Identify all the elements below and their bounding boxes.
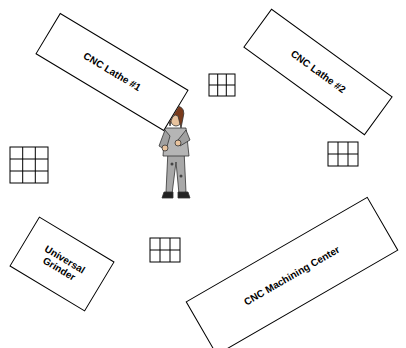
- parts-table: [150, 238, 180, 262]
- machine-label: Universal Grinder: [30, 239, 93, 290]
- machine-box: CNC Machining Center: [186, 197, 399, 348]
- machine-label: CNC Machining Center: [242, 244, 342, 308]
- machine-box: Universal Grinder: [9, 216, 114, 311]
- parts-table: [10, 147, 48, 183]
- machine-label: CNC Lathe #2: [288, 48, 347, 96]
- machine-box: CNC Lathe #1: [35, 13, 188, 131]
- machine-box: CNC Lathe #2: [243, 8, 393, 135]
- machine-label: CNC Lathe #1: [81, 50, 143, 93]
- parts-table: [209, 74, 235, 96]
- parts-table: [328, 142, 358, 166]
